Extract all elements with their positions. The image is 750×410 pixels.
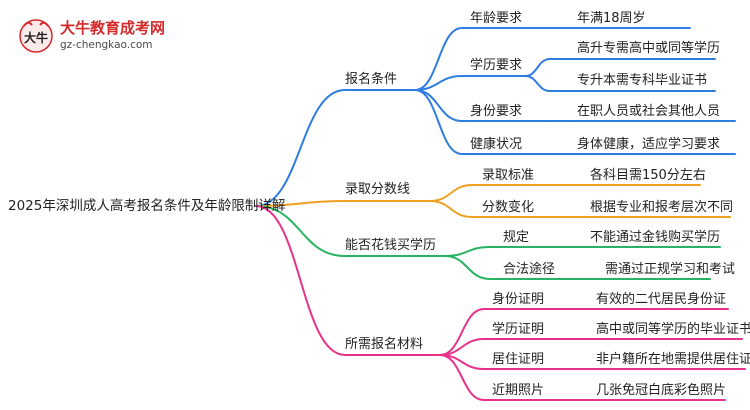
leaf-college-to-bachelor: 专升本需专科毕业证书 [577,73,708,88]
branch-label-cutoff-score: 录取分数线 [345,182,411,197]
connector-branch-0-node-0 [414,27,463,91]
connector-branch-0-node-3 [414,89,463,155]
node-legal-way: 合法途径 [503,262,556,277]
node-residence-proof: 居住证明 [492,352,545,367]
leaf-age-18: 年满18周岁 [577,11,646,26]
leaf-cannot-buy: 不能通过金钱购买学历 [590,230,721,245]
connector-root-branch-3 [255,205,346,356]
connector-branch-0-node-2 [414,89,463,122]
leaf-id-card: 有效的二代居民身份证 [596,292,727,307]
node-education-proof: 学历证明 [492,322,545,337]
leaf-highschool-to-college: 高升专需高中或同等学历 [577,41,721,56]
connector-node-0-1-leaf-0 [524,58,551,77]
connector-root-branch-1 [255,200,346,207]
node-score-variation: 分数变化 [482,200,535,215]
leaf-residence-permit: 非户籍所在地需提供居住证 [596,352,750,367]
node-regulation: 规定 [503,230,530,245]
node-identity-proof: 身份证明 [492,292,545,307]
connector-node-0-1-leaf-1 [524,75,551,92]
node-age-requirement: 年龄要求 [470,11,523,26]
connector-branch-1-node-1 [429,200,473,218]
connector-branch-2-node-1 [444,255,491,280]
node-identity-requirement: 身份要求 [470,104,523,119]
node-health-status: 健康状况 [470,137,523,152]
branch-label-requirements: 报名条件 [345,72,398,87]
mindmap-root-title: 2025年深圳成人高考报名条件及年龄限制详解 [8,198,286,214]
leaf-employed-or-other: 在职人员或社会其他人员 [577,104,721,119]
node-education-requirement: 学历要求 [470,58,523,73]
site-logo[interactable]: 大牛 大牛教育成考网 gz-chengkao.com [18,14,183,58]
node-recent-photo: 近期照片 [492,383,545,398]
leaf-diploma: 高中或同等学历的毕业证书 [596,322,750,337]
leaf-proper-study: 需通过正规学习和考试 [605,262,736,277]
node-admission-standard: 录取标准 [482,168,535,183]
branch-label-buy-degree: 能否花钱买学历 [345,238,437,253]
bull-logo-icon: 大牛 [19,19,53,53]
logo-url: gz-chengkao.com [60,39,153,51]
connector-branch-1-node-0 [429,184,473,202]
leaf-photos: 几张免冠白底彩色照片 [596,383,727,398]
leaf-varies-by-major: 根据专业和报考层次不同 [590,200,734,215]
connector-branch-3-node-3 [439,354,485,401]
leaf-healthy: 身体健康，适应学习要求 [577,137,721,152]
branch-label-materials: 所需报名材料 [345,337,424,352]
connector-branch-2-node-0 [444,246,491,257]
connector-root-branch-0 [255,89,346,207]
logo-title: 大牛教育成考网 [60,19,166,37]
connector-root-branch-2 [255,205,346,257]
logo-mark-text: 大牛 [24,30,48,45]
leaf-150-points: 各科目需150分左右 [590,168,706,183]
